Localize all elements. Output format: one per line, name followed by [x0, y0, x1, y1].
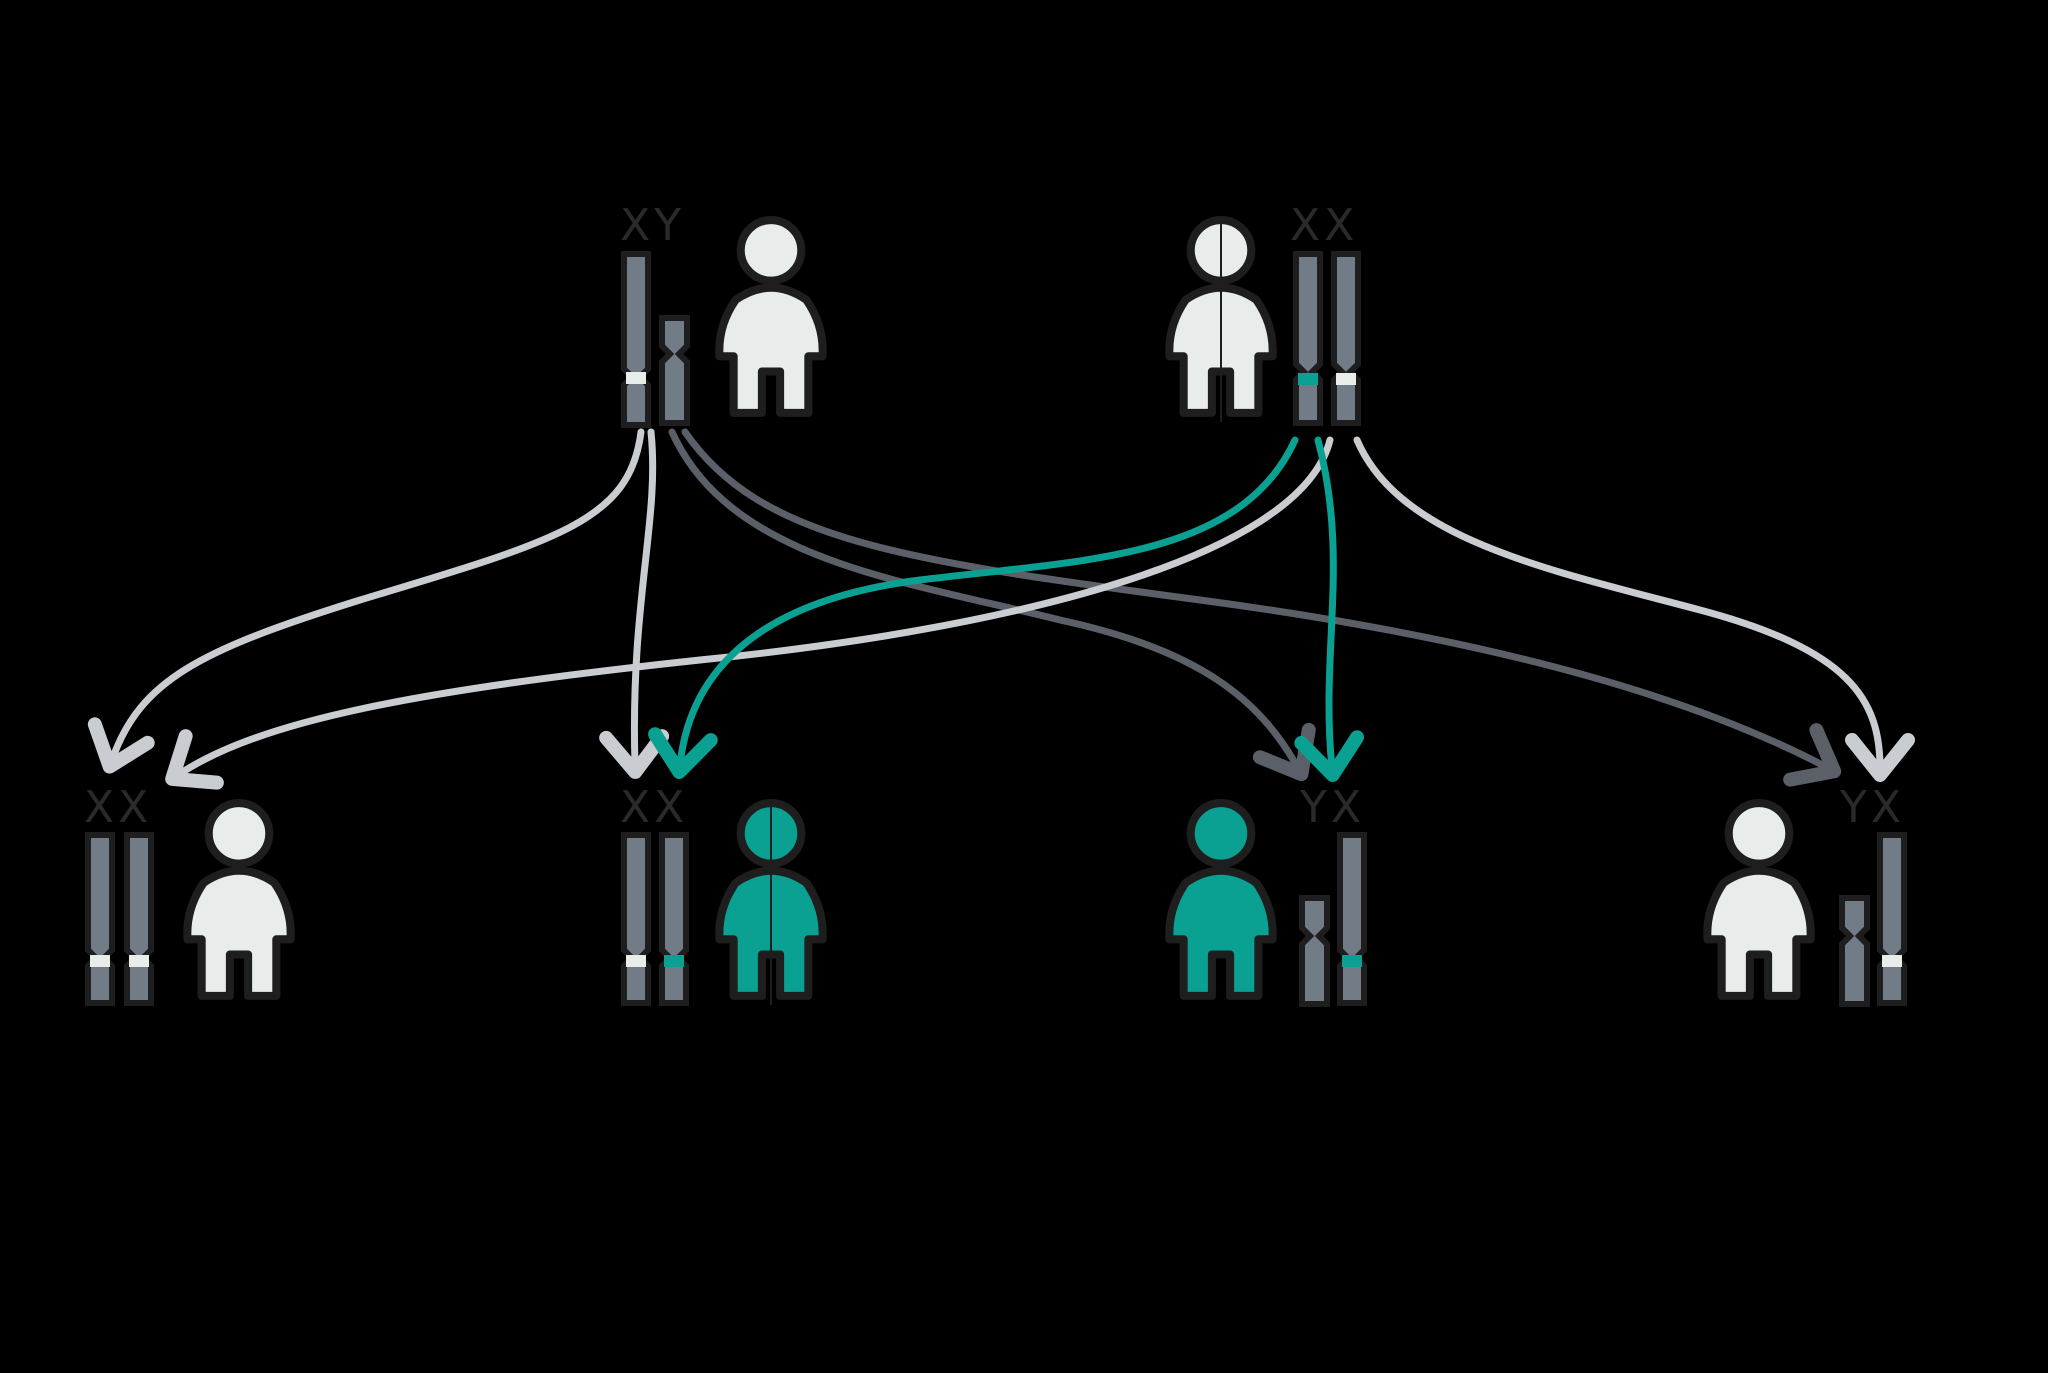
arrow-mother-xnormal-to-child4: [1353, 436, 1915, 782]
father-y-chromosome: [659, 315, 690, 426]
child4-person-icon: [1707, 803, 1810, 996]
arrow-father-x-to-child1: [87, 428, 645, 774]
father-chromosome-label: XY: [620, 200, 686, 251]
mother-x-chromosome-normal: [1331, 251, 1361, 426]
arrow-mother-xnormal-to-child1: [165, 436, 1334, 790]
child1-person-icon: [187, 803, 290, 996]
mother-x-chromosome-affected: [1293, 251, 1323, 426]
child3-group: [1169, 803, 1367, 1007]
inheritance-arrows: [87, 428, 1915, 790]
child2-chromosome-label: XX: [620, 782, 689, 833]
arrow-father-y-to-child4: [681, 428, 1842, 787]
child1-x-chromosome-2: [124, 832, 154, 1006]
arrow-mother-xaffected-to-child3: [1294, 436, 1365, 782]
child2-person-icon: [719, 803, 822, 1005]
child1-x-chromosome-1: [85, 832, 115, 1006]
child2-x-chromosome-2: [659, 832, 689, 1006]
father-person-icon: [719, 220, 822, 413]
child1-chromosome-label: XX: [84, 782, 153, 833]
child1-group: [85, 803, 291, 1006]
child2-group: [621, 803, 823, 1006]
child4-chromosome-label: YX: [1840, 782, 1906, 833]
child3-person-icon: [1169, 803, 1272, 996]
child4-y-chromosome: [1839, 895, 1870, 1007]
mother-group: [1169, 220, 1361, 426]
child4-x-chromosome-normal: [1877, 832, 1907, 1006]
child3-chromosome-label: YX: [1300, 782, 1366, 833]
child3-y-chromosome: [1299, 895, 1330, 1007]
child2-x-chromosome-1: [621, 832, 651, 1006]
child3-x-chromosome-affected: [1337, 832, 1367, 1006]
arrow-father-y-to-child3: [668, 428, 1316, 782]
mother-person-icon: [1169, 220, 1272, 422]
mother-chromosome-label: XX: [1290, 200, 1359, 251]
father-group: [621, 220, 823, 428]
child4-group: [1707, 803, 1907, 1007]
arrow-father-x-to-child2: [599, 428, 670, 779]
father-x-chromosome: [621, 251, 651, 428]
arrow-mother-xaffected-to-child2: [648, 436, 1299, 779]
